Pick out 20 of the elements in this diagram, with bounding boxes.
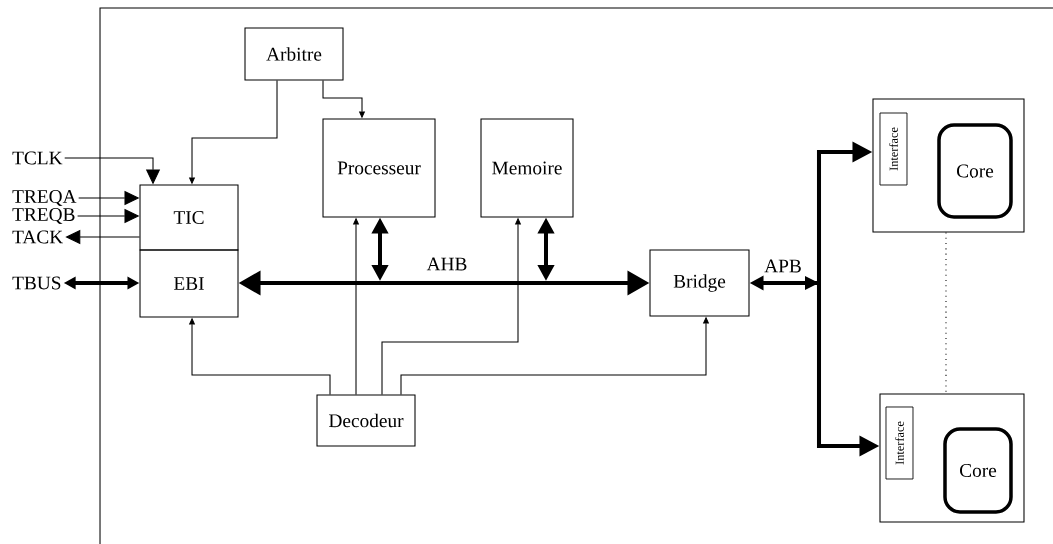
block-box: EBI	[139, 249, 239, 318]
block-box: Bridge	[649, 249, 750, 317]
peripheral-box	[872, 98, 1025, 233]
edge-label: AHB	[424, 255, 470, 273]
core-box: Core	[937, 123, 1013, 219]
interface-box: Interface	[879, 112, 908, 186]
block-box: Decodeur	[316, 394, 416, 447]
block-box: Processeur	[322, 118, 436, 218]
block-box: Arbitre	[244, 27, 344, 81]
signal-label: TBUS	[12, 276, 61, 290]
block-box: Memoire	[480, 118, 574, 218]
interface-box: Interface	[885, 406, 914, 480]
signal-label: TREQB	[12, 208, 75, 224]
peripheral-box	[879, 393, 1025, 523]
core-box: Core	[943, 427, 1013, 514]
signal-label: TACK	[12, 230, 63, 244]
signal-label: TREQA	[12, 190, 77, 206]
edge-label: APB	[762, 257, 804, 275]
signal-label: TCLK	[12, 151, 63, 165]
block-box: TIC	[139, 184, 239, 251]
